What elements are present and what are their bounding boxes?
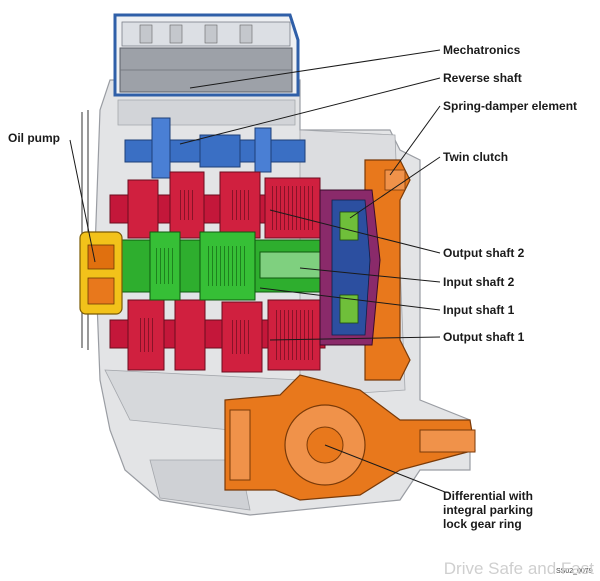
label-oil-pump: Oil pump xyxy=(8,131,60,145)
differential xyxy=(224,374,476,501)
reverse-shaft xyxy=(124,117,306,179)
leader-spring-damper xyxy=(389,105,441,176)
label-output-shaft-1: Output shaft 1 xyxy=(443,330,525,344)
leader-differential xyxy=(324,444,446,493)
mechatronics-unit xyxy=(113,13,300,97)
label-reverse-shaft: Reverse shaft xyxy=(443,71,522,85)
leader-twin-clutch xyxy=(349,156,441,219)
leader-input-shaft-2 xyxy=(299,267,441,283)
leader-lines xyxy=(69,49,446,493)
leader-reverse-shaft xyxy=(179,77,441,145)
label-input-shaft-2: Input shaft 2 xyxy=(443,275,515,289)
image-code: SS02_0079 xyxy=(556,568,593,575)
leader-input-shaft-1 xyxy=(259,287,441,311)
twin-clutch xyxy=(319,159,411,381)
label-mechatronics: Mechatronics xyxy=(443,43,521,57)
label-input-shaft-1: Input shaft 1 xyxy=(443,303,515,317)
output-shaft-1 xyxy=(109,299,326,373)
label-output-shaft-2: Output shaft 2 xyxy=(443,246,525,260)
leader-mechatronics xyxy=(189,49,441,89)
leader-output-shaft-1 xyxy=(269,336,441,341)
label-spring-damper: Spring-damper element xyxy=(443,99,578,113)
leader-oil-pump xyxy=(69,139,96,263)
oil-pump xyxy=(79,231,123,315)
output-shaft-2 xyxy=(109,171,326,239)
label-differential: Differential with integral parking lock … xyxy=(443,489,534,531)
label-twin-clutch: Twin clutch xyxy=(443,150,509,164)
leader-output-shaft-2 xyxy=(269,209,441,254)
watermark: Drive Safe and Fast xyxy=(443,559,594,578)
